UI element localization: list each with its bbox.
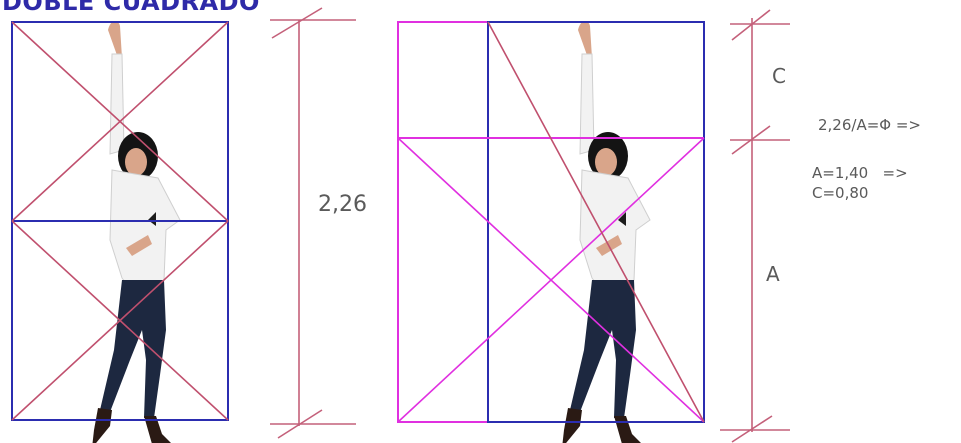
equation-line-3: C=0,80 — [812, 184, 868, 202]
equation-line-2: A=1,40 => — [812, 164, 908, 182]
equation-line-1: 2,26/A=Φ => — [818, 116, 921, 134]
left-double-square — [12, 21, 228, 443]
left-height-measure — [270, 8, 356, 438]
right-golden-rectangle — [398, 21, 704, 443]
segment-a-label: A — [766, 262, 780, 286]
left-measure-label: 2,26 — [318, 192, 367, 217]
segment-c-label: C — [772, 64, 786, 88]
